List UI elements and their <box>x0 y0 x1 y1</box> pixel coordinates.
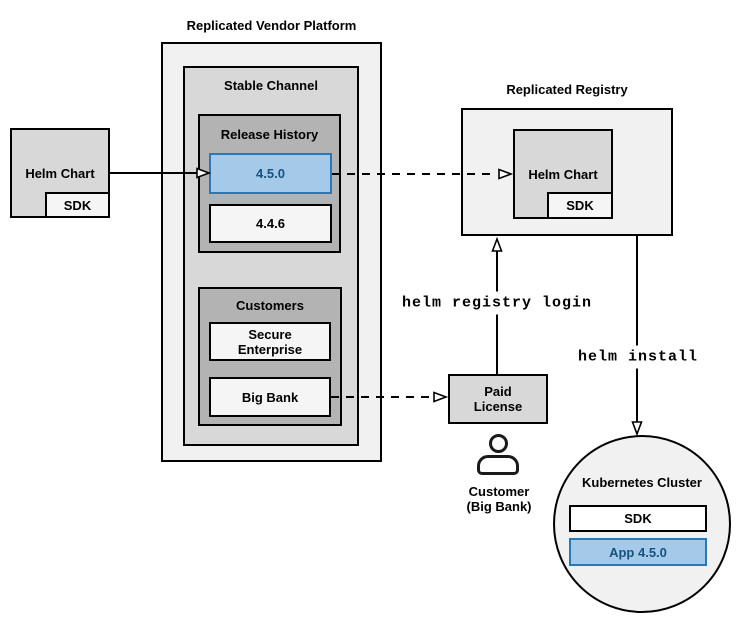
arrowhead-bigbank-to-license <box>433 391 449 403</box>
kubernetes-cluster-title: Kubernetes Cluster <box>582 475 702 490</box>
person-head-icon <box>489 434 508 453</box>
source-sdk-box: SDK <box>45 192 110 218</box>
platform-title: Replicated Vendor Platform <box>186 18 357 33</box>
source-helm-chart-label: Helm Chart <box>25 165 95 181</box>
cluster-sdk-box: SDK <box>569 505 707 532</box>
customer-secure-enterprise-box: Secure Enterprise <box>209 322 331 361</box>
paid-license-label: Paid License <box>473 384 523 414</box>
arrowhead-license-to-registry <box>491 236 503 252</box>
customer-big-bank-box: Big Bank <box>209 377 331 417</box>
person-body-icon <box>477 455 519 475</box>
registry-helm-chart-label: Helm Chart <box>528 166 598 182</box>
release-450-box: 4.5.0 <box>209 153 332 194</box>
registry-sdk-label: SDK <box>566 198 594 213</box>
customer-secure-enterprise-label: Secure Enterprise <box>237 326 303 357</box>
cluster-app-box: App 4.5.0 <box>569 538 707 566</box>
registry-sdk-box: SDK <box>547 192 613 219</box>
cluster-sdk-label: SDK <box>624 511 652 526</box>
customer-actor-org: (Big Bank) <box>466 499 532 514</box>
customer-actor-label: Customer (Big Bank) <box>449 484 549 514</box>
customers-title: Customers <box>236 298 304 313</box>
release-446-label: 4.4.6 <box>256 216 285 231</box>
cluster-app-label: App 4.5.0 <box>609 544 667 560</box>
registry-title: Replicated Registry <box>506 82 628 97</box>
release-450-label: 4.5.0 <box>256 166 285 181</box>
command-registry-login: helm registry login <box>396 291 598 315</box>
source-sdk-label: SDK <box>63 197 92 213</box>
release-history-title: Release History <box>220 127 319 142</box>
command-helm-install: helm install <box>572 345 704 369</box>
release-446-box: 4.4.6 <box>209 204 332 243</box>
stable-channel-title: Stable Channel <box>224 78 318 93</box>
paid-license-box: Paid License <box>448 374 548 424</box>
arrowhead-registry-to-cluster <box>631 421 643 437</box>
customer-big-bank-label: Big Bank <box>241 389 299 405</box>
customer-actor-name: Customer <box>468 484 530 499</box>
